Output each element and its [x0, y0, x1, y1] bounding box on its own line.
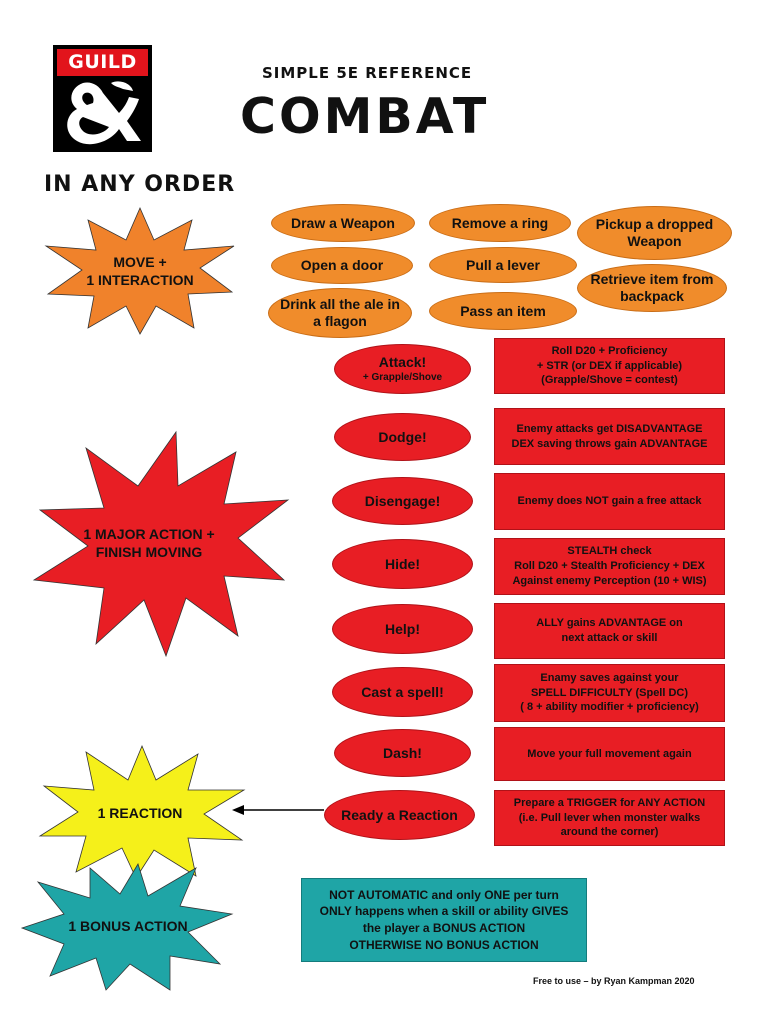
bonus-action-burst-label: 1 BONUS ACTION: [68, 917, 188, 934]
interaction-remove-ring: Remove a ring: [429, 204, 571, 242]
major-action-burst-shape: [32, 430, 290, 658]
ampersand-dragon-icon: [67, 81, 141, 145]
action-hide-desc: STEALTH check Roll D20 + Stealth Profici…: [494, 538, 725, 595]
interaction-pull-lever: Pull a lever: [429, 247, 577, 283]
action-attack-label: Attack!: [378, 353, 427, 370]
action-help: Help!: [332, 604, 473, 654]
action-hide: Hide!: [332, 539, 473, 589]
action-attack-desc: Roll D20 + Proficiency + STR (or DEX if …: [494, 338, 725, 394]
page-title: COMBAT: [240, 88, 490, 145]
action-ready-reaction-desc: Prepare a TRIGGER for ANY ACTION (i.e. P…: [494, 790, 725, 846]
action-dash: Dash!: [334, 729, 471, 777]
guild-logo: GUILD: [53, 45, 152, 152]
action-cast-spell: Cast a spell!: [332, 667, 473, 717]
footer-credit: Free to use – by Ryan Kampman 2020: [533, 976, 695, 986]
interaction-draw-weapon: Draw a Weapon: [271, 204, 415, 242]
action-help-desc: ALLY gains ADVANTAGE on next attack or s…: [494, 603, 725, 659]
subtitle: SIMPLE 5E REFERENCE: [262, 64, 473, 82]
logo-word: GUILD: [68, 51, 137, 73]
action-dodge-desc: Enemy attacks get DISADVANTAGE DEX savin…: [494, 408, 725, 465]
action-ready-reaction: Ready a Reaction: [324, 790, 475, 840]
interaction-pass-item: Pass an item: [429, 292, 577, 330]
move-burst-label: MOVE + 1 INTERACTION: [86, 253, 194, 288]
interaction-open-door: Open a door: [271, 247, 413, 284]
reaction-burst-label: 1 REACTION: [97, 804, 183, 821]
section-heading: IN ANY ORDER: [44, 172, 236, 197]
action-attack: Attack! + Grapple/Shove: [334, 344, 471, 394]
interaction-retrieve-item: Retrieve item from backpack: [577, 264, 727, 312]
move-burst-shape: [44, 207, 235, 335]
major-action-burst-label: 1 MAJOR ACTION + FINISH MOVING: [83, 525, 215, 560]
action-attack-sub: + Grapple/Shove: [362, 372, 443, 384]
action-disengage: Disengage!: [332, 477, 473, 525]
action-dodge: Dodge!: [334, 413, 471, 461]
action-dash-desc: Move your full movement again: [494, 727, 725, 781]
action-disengage-desc: Enemy does NOT gain a free attack: [494, 473, 725, 530]
bonus-action-note: NOT AUTOMATIC and only ONE per turn ONLY…: [301, 878, 587, 962]
interaction-pickup-weapon: Pickup a dropped Weapon: [577, 206, 732, 260]
logo-banner: [57, 49, 148, 76]
arrow-left-icon: [232, 805, 324, 815]
interaction-drink-ale: Drink all the ale in a flagon: [268, 288, 412, 338]
bonus-action-burst-shape: [20, 863, 234, 991]
action-cast-spell-desc: Enamy saves against your SPELL DIFFICULT…: [494, 664, 725, 722]
